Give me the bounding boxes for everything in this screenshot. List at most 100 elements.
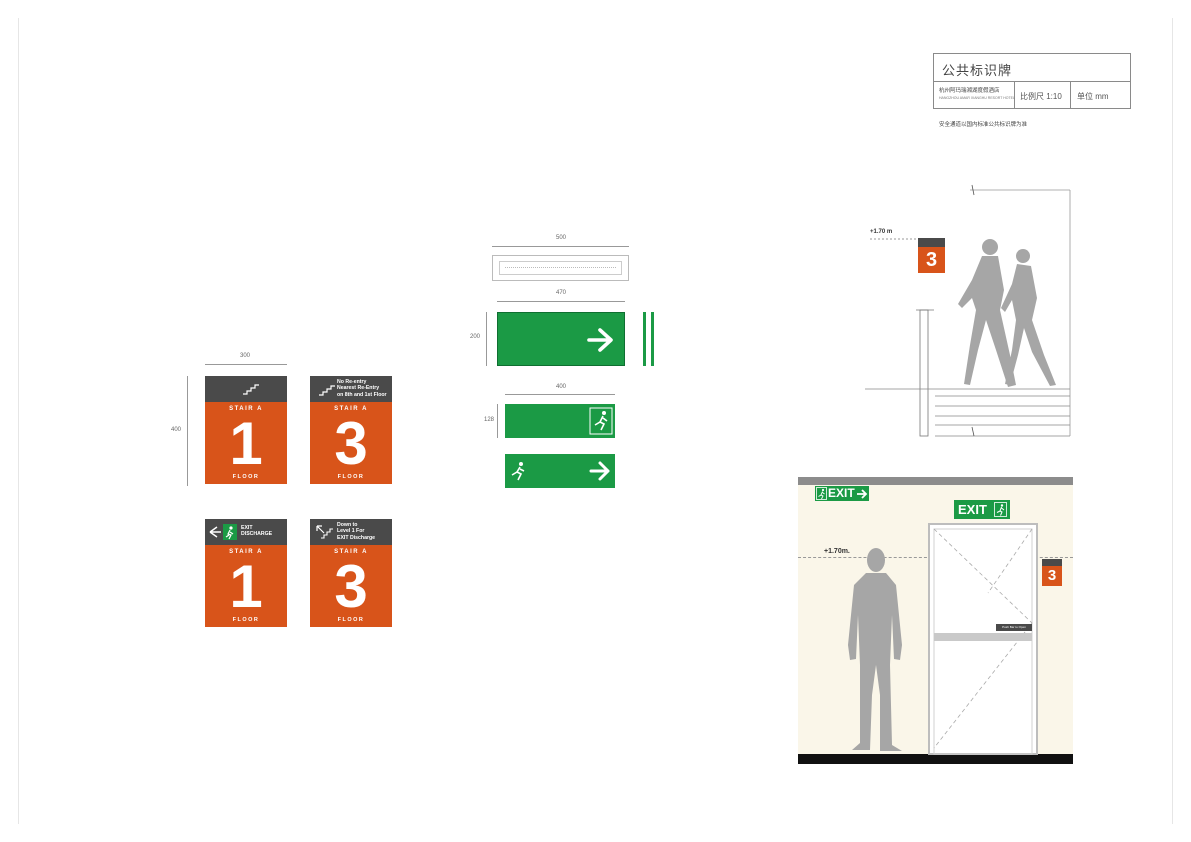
frame-left-line	[18, 18, 19, 824]
running-man-icon	[589, 407, 613, 435]
dim-stair-width: 300	[240, 353, 251, 359]
sign-message: Down to Level 1 For EXIT Discharge	[337, 522, 375, 541]
side-wall-sign: 3	[918, 238, 945, 273]
arrow-right-icon	[857, 489, 868, 499]
message-line: Down to	[337, 522, 358, 528]
running-man-icon	[511, 462, 525, 481]
running-man-icon	[994, 502, 1007, 517]
sign-body: STAIR A 1 FLOOR	[205, 545, 287, 627]
front-wall-sign-body: 3	[1042, 566, 1062, 586]
title-vline-1	[1014, 81, 1015, 109]
unit-label: 单位 mm	[1077, 92, 1109, 101]
exit-box-dotted	[505, 267, 616, 270]
dim-exit-large-width: 470	[556, 290, 567, 296]
sign-body: STAIR A 3 FLOOR	[310, 545, 392, 627]
sign-header: Down to Level 1 For EXIT Discharge	[310, 519, 392, 545]
stair-sign-4: Down to Level 1 For EXIT Discharge STAIR…	[310, 519, 392, 627]
floor-band	[798, 754, 1073, 764]
exit-sign-small-2	[505, 454, 615, 488]
height-label-side: +1.70 m	[870, 229, 893, 235]
wall-exit-text: EXIT	[828, 486, 855, 500]
sign-message: EXIT DISCHARGE	[241, 525, 272, 538]
dim-exit-large-vline	[486, 312, 487, 366]
sign-header	[205, 376, 287, 402]
message-line: Level 1 For	[337, 528, 365, 535]
exit-box-inner	[499, 261, 622, 275]
ceiling-band	[798, 477, 1073, 485]
dim-exit-large-line	[497, 301, 625, 302]
sign-header: No Re-entry Nearest Re-Entry on 8th and …	[310, 376, 392, 402]
sign-header: EXIT DISCHARGE	[205, 519, 287, 545]
floor-number: 1	[229, 553, 263, 620]
stair-label: STAIR A	[334, 549, 368, 555]
stairs-down-icon	[316, 525, 333, 539]
sign-message: No Re-entry Nearest Re-Entry on 8th and …	[337, 379, 387, 398]
dim-exit-large-height: 200	[470, 334, 481, 340]
message-line: Nearest Re-Entry	[337, 385, 380, 392]
dim-exit-small-line	[505, 394, 615, 395]
project-name-cn: 杭州阿玛瑞湘湖度假酒店	[939, 88, 1000, 94]
floor-number: 3	[334, 410, 368, 477]
running-man-icon	[816, 487, 827, 500]
message-line: EXIT Discharge	[337, 534, 376, 541]
message-line: DISCHARGE	[241, 531, 273, 538]
exit-sign-large	[497, 312, 625, 366]
dim-stair-height-line	[187, 376, 188, 486]
stair-label: STAIR A	[334, 406, 368, 412]
exit-box-top-view	[492, 255, 629, 281]
side-bar-left	[643, 312, 646, 366]
stairs-icon	[243, 384, 259, 395]
dim-stair-height: 400	[171, 427, 182, 433]
message-line: EXIT	[241, 525, 253, 531]
floor-label: FLOOR	[232, 474, 260, 480]
frame-right-line	[1172, 18, 1173, 824]
title-block: 公共标识牌 杭州阿玛瑞湘湖度假酒店 HANGZHOU AMAR XIANGHU …	[933, 53, 1131, 109]
sign-body: STAIR A 3 FLOOR	[310, 402, 392, 484]
side-wall-sign-number: 3	[925, 249, 938, 271]
title-vline-2	[1070, 81, 1071, 109]
stair-sign-1: STAIR A 1 FLOOR	[205, 376, 287, 484]
side-wall-sign-body: 3	[918, 247, 945, 273]
floor-label: FLOOR	[337, 617, 365, 623]
exit-sign-small-1	[505, 404, 615, 438]
arrow-right-icon	[589, 461, 610, 481]
exit-sign-side-view	[643, 312, 655, 366]
height-label-front: +1.70m.	[824, 548, 850, 555]
drawing-title: 公共标识牌	[942, 63, 1013, 78]
dim-exit-top-width: 500	[556, 235, 567, 241]
title-divider	[934, 81, 1130, 82]
door-drawing	[928, 523, 1038, 755]
exit-arrow-left-icon	[209, 524, 237, 540]
push-bar-plate: Push Bar to Open	[996, 624, 1032, 631]
dim-exit-small-vline	[497, 404, 498, 438]
door-exit-sign: EXIT	[954, 500, 1010, 519]
stair-sign-3: EXIT DISCHARGE STAIR A 1 FLOOR	[205, 519, 287, 627]
side-wall-sign-header	[918, 238, 945, 247]
stair-label: STAIR A	[229, 549, 263, 555]
front-wall-sign-number: 3	[1047, 567, 1057, 584]
floor-number: 1	[229, 410, 263, 477]
message-line: No Re-entry	[337, 379, 367, 385]
stairs-icon	[319, 385, 335, 396]
message-line: on 8th and 1st Floor	[337, 391, 387, 398]
standing-person-silhouette	[848, 548, 902, 751]
floor-number: 3	[334, 553, 368, 620]
sign-body: STAIR A 1 FLOOR	[205, 402, 287, 484]
project-name-en: HANGZHOU AMAR XIANGHU RESORT HOTEL	[939, 96, 1015, 100]
front-wall-sign-header	[1042, 559, 1062, 566]
door-exit-text: EXIT	[958, 502, 987, 517]
dim-stair-width-line	[205, 364, 287, 365]
side-bar-right	[651, 312, 654, 366]
standard-note: 安全通道以国内标准公共标识牌为准	[939, 122, 1028, 128]
scale-label: 比例尺 1:10	[1020, 92, 1062, 101]
floor-label: FLOOR	[232, 617, 260, 623]
dim-exit-top-line	[492, 246, 629, 247]
stair-label: STAIR A	[229, 406, 263, 412]
side-elevation-drawing	[865, 184, 1071, 437]
push-bar-text: Push Bar to Open	[1002, 625, 1026, 629]
front-wall-sign: 3	[1042, 559, 1062, 586]
wall-exit-sign: EXIT	[815, 486, 869, 501]
floor-label: FLOOR	[337, 474, 365, 480]
arrow-right-icon	[587, 328, 613, 352]
dim-exit-small-height: 128	[484, 417, 495, 423]
